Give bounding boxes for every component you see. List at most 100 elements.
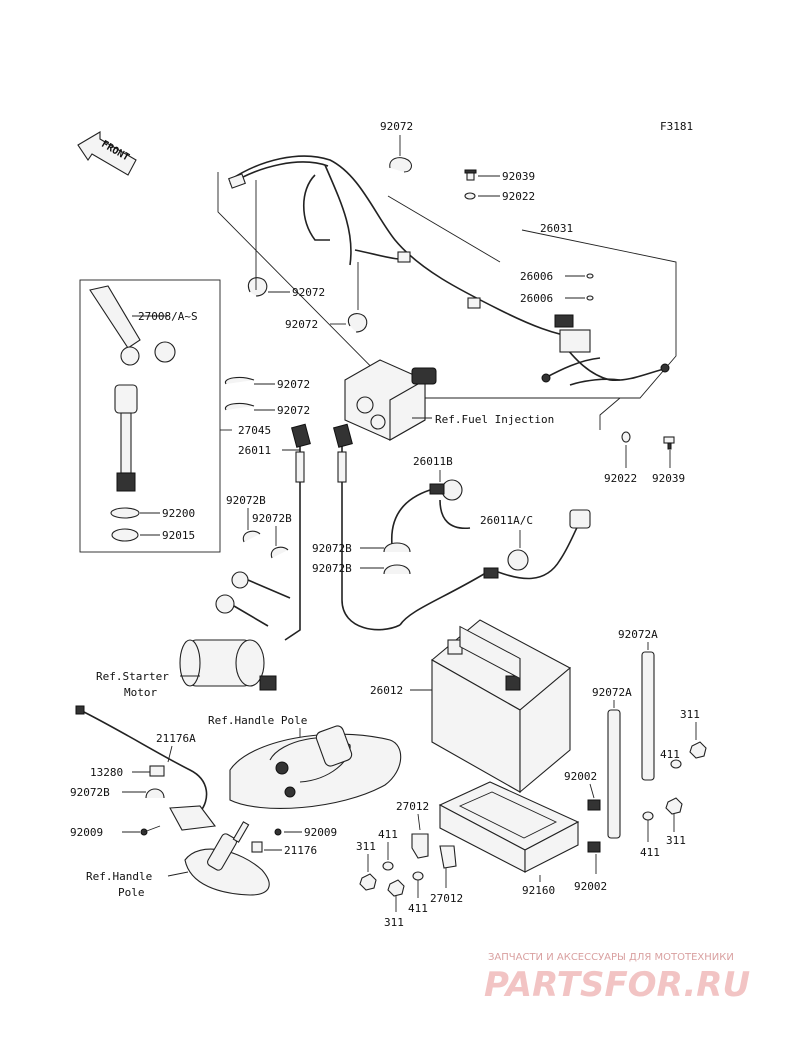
label-92072A-a: 92072A — [618, 628, 658, 641]
handle-pole-lower — [184, 821, 270, 896]
figure-code: F3181 — [660, 120, 693, 133]
starter-motor — [179, 571, 291, 691]
bracket-27012-b — [439, 845, 457, 869]
label-92072B-e: 92072B — [70, 786, 110, 799]
fuse-26006-a — [586, 273, 594, 279]
ref-fuel-injection: Ref.Fuel Injection — [435, 413, 554, 426]
clamp-92072-top — [389, 157, 413, 173]
label-26031: 26031 — [540, 222, 573, 235]
label-311-c: 311 — [356, 840, 376, 853]
label-92072-l2: 92072 — [285, 318, 318, 331]
fuse-26006-b — [586, 295, 594, 301]
label-13280: 13280 — [90, 766, 123, 779]
terminal-26011-b — [333, 423, 353, 448]
clamp-92072B-b — [270, 546, 289, 559]
cable-26011B — [390, 479, 471, 546]
watermark-tagline: ЗАПЧАСТИ И АКСЕССУАРЫ ДЛЯ МОТОТЕХНИКИ — [488, 952, 734, 963]
ref-starter-line1: Ref.Starter — [96, 670, 169, 683]
strap-92072A-a — [641, 651, 655, 781]
label-21176: 21176 — [284, 844, 317, 857]
bolt-92039-r — [663, 436, 675, 450]
clamp-92072-m1 — [224, 376, 255, 385]
ref-starter-line2: Motor — [124, 686, 157, 699]
washer-92022-top — [464, 192, 476, 200]
ref-handle-pole-top: Ref.Handle Pole — [208, 714, 307, 727]
label-411-b: 411 — [640, 846, 660, 859]
nut-311-c — [359, 873, 377, 891]
bracket-handle — [169, 805, 217, 831]
washer-411-b — [642, 811, 654, 821]
plate-13280 — [149, 765, 165, 777]
fuel-injection-relay — [344, 359, 437, 441]
clamp-92072-m2 — [224, 402, 255, 411]
washer-92022-r — [621, 431, 631, 443]
label-26011AC: 26011A/C — [480, 514, 533, 527]
label-92072B-d: 92072B — [312, 562, 352, 575]
bolt-92039-top — [464, 169, 477, 181]
nut-311-d — [387, 879, 405, 897]
label-27012-a: 27012 — [396, 800, 429, 813]
label-92009-a: 92009 — [70, 826, 103, 839]
clamp-92072B-d — [383, 564, 411, 575]
front-arrow-icon: FRONT — [77, 131, 137, 176]
battery-tray-92160 — [438, 781, 580, 873]
battery-26012 — [431, 619, 571, 794]
label-27008: 27008/A~S — [138, 310, 198, 323]
label-92022-top: 92022 — [502, 190, 535, 203]
label-92039-r: 92039 — [652, 472, 685, 485]
label-311-d: 311 — [384, 916, 404, 929]
label-92015: 92015 — [162, 529, 195, 542]
label-411-a: 411 — [660, 748, 680, 761]
label-92072B-a: 92072B — [226, 494, 266, 507]
washer-411-c — [382, 861, 394, 871]
label-92072-m1: 92072 — [277, 378, 310, 391]
nut-311-b — [665, 797, 683, 815]
label-92072-m2: 92072 — [277, 404, 310, 417]
label-26011: 26011 — [238, 444, 271, 457]
main-wiring-harness — [217, 155, 677, 399]
label-92160: 92160 — [522, 884, 555, 897]
bolt-92002-a — [587, 799, 601, 811]
washer-92200 — [110, 507, 140, 519]
label-311-a: 311 — [680, 708, 700, 721]
clamp-92072B-c — [383, 542, 411, 553]
screw-92009-b — [274, 828, 282, 836]
washer-411-d — [412, 871, 424, 881]
washer-411-a — [670, 759, 682, 769]
label-92072B-c: 92072B — [312, 542, 352, 555]
clamp-92072-l2 — [347, 313, 368, 333]
terminal-26011-a — [291, 423, 311, 448]
ignition-key-icon — [89, 285, 176, 492]
label-92072-top: 92072 — [380, 120, 413, 133]
nut-92015 — [111, 528, 139, 542]
clamp-92072B-a — [242, 530, 261, 543]
label-92039-top: 92039 — [502, 170, 535, 183]
strap-92072A-b — [607, 709, 621, 839]
clip-21176 — [251, 841, 263, 853]
label-26011B: 26011B — [413, 455, 453, 468]
cable-26011AC — [399, 509, 591, 626]
label-92002-b: 92002 — [574, 880, 607, 893]
label-411-c: 411 — [378, 828, 398, 841]
label-27012-b: 27012 — [430, 892, 463, 905]
label-92072A-b: 92072A — [592, 686, 632, 699]
label-411-d: 411 — [408, 902, 428, 915]
ignition-kit-frame — [79, 279, 221, 553]
label-26006-a: 26006 — [520, 270, 553, 283]
label-92072B-b: 92072B — [252, 512, 292, 525]
label-92022-r: 92022 — [604, 472, 637, 485]
label-92072-l1: 92072 — [292, 286, 325, 299]
bolt-92002-b — [587, 841, 601, 853]
ref-handle-pole-line2: Pole — [118, 886, 145, 899]
watermark-logo: PARTSFOR.RU — [484, 965, 750, 1005]
label-27045: 27045 — [238, 424, 271, 437]
handle-pole-assembly — [229, 725, 402, 809]
label-26006-b: 26006 — [520, 292, 553, 305]
nut-311-a — [689, 741, 707, 759]
label-311-b: 311 — [666, 834, 686, 847]
ref-handle-pole-line1: Ref.Handle — [86, 870, 152, 883]
bracket-27012-a — [411, 833, 429, 859]
label-92200: 92200 — [162, 507, 195, 520]
label-92009-b: 92009 — [304, 826, 337, 839]
